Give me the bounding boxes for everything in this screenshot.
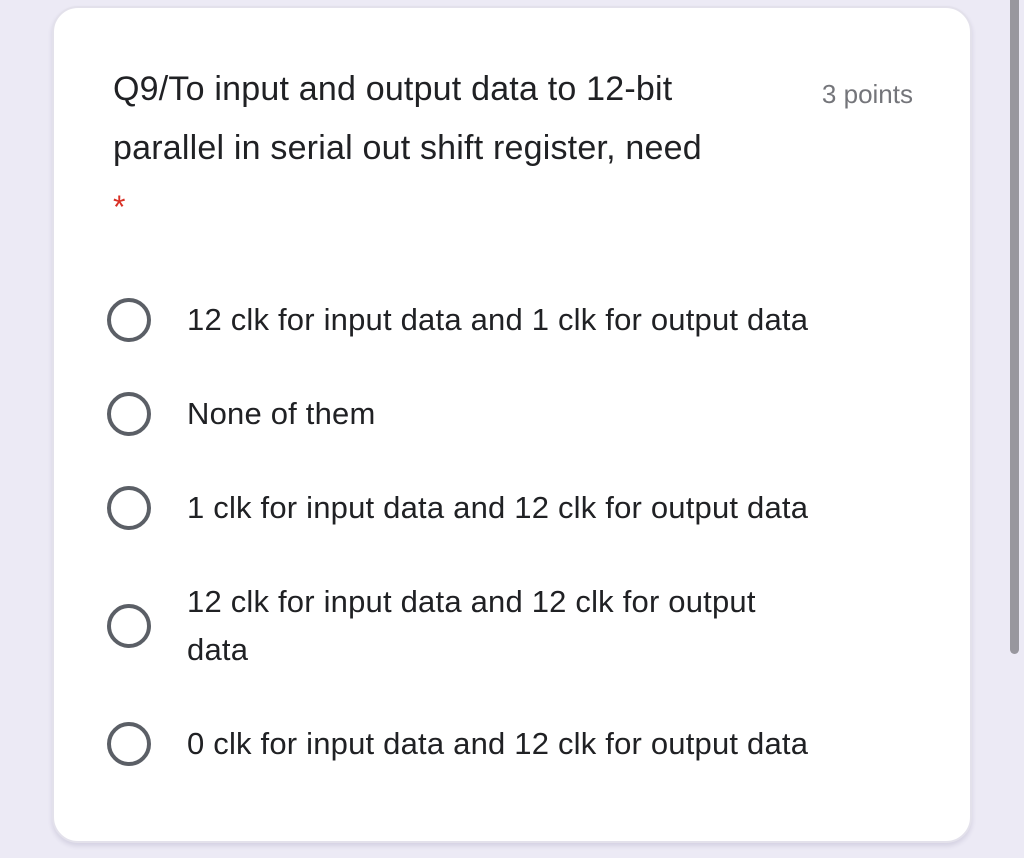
radio-button-icon[interactable] — [107, 722, 151, 766]
scrollbar-thumb[interactable] — [1010, 0, 1019, 654]
question-title-line-2: parallel in serial out shift register, n… — [113, 129, 702, 167]
radio-option-5[interactable]: 0 clk for input data and 12 clk for outp… — [107, 720, 930, 768]
radio-option-4[interactable]: 12 clk for input data and 12 clk for out… — [107, 578, 930, 674]
option-label: 12 clk for input data and 1 clk for outp… — [187, 296, 808, 344]
option-label: 12 clk for input data and 12 clk for out… — [187, 578, 756, 674]
option-label: None of them — [187, 390, 376, 438]
option-label-line: 1 clk for input data and 12 clk for outp… — [187, 490, 809, 525]
radio-option-1[interactable]: 12 clk for input data and 1 clk for outp… — [107, 296, 930, 344]
option-label: 0 clk for input data and 12 clk for outp… — [187, 720, 808, 768]
required-asterisk: * — [113, 189, 126, 225]
radio-option-2[interactable]: None of them — [107, 390, 930, 438]
radio-button-icon[interactable] — [107, 392, 151, 436]
options-list: 12 clk for input data and 1 clk for outp… — [107, 296, 930, 814]
option-label: 1 clk for input data and 12 clk for outp… — [187, 484, 808, 532]
option-label-line: 12 clk for input data and 12 clk for out… — [187, 584, 756, 619]
points-badge: 3 points — [821, 79, 913, 109]
radio-option-3[interactable]: 1 clk for input data and 12 clk for outp… — [107, 484, 930, 532]
radio-button-icon[interactable] — [107, 604, 151, 648]
option-label-line: 0 clk for input data and 12 clk for outp… — [187, 726, 809, 761]
option-label-line: None of them — [187, 396, 376, 431]
radio-button-icon[interactable] — [107, 486, 151, 530]
question-card: Q9/To input and output data to 12-bit pa… — [52, 6, 972, 843]
question-title-line-1: Q9/To input and output data to 12-bit — [113, 70, 673, 108]
radio-button-icon[interactable] — [107, 298, 151, 342]
question-title: Q9/To input and output data to 12-bit pa… — [113, 60, 813, 237]
option-label-line: data — [187, 632, 249, 667]
option-label-line: 12 clk for input data and 1 clk for outp… — [187, 302, 809, 337]
